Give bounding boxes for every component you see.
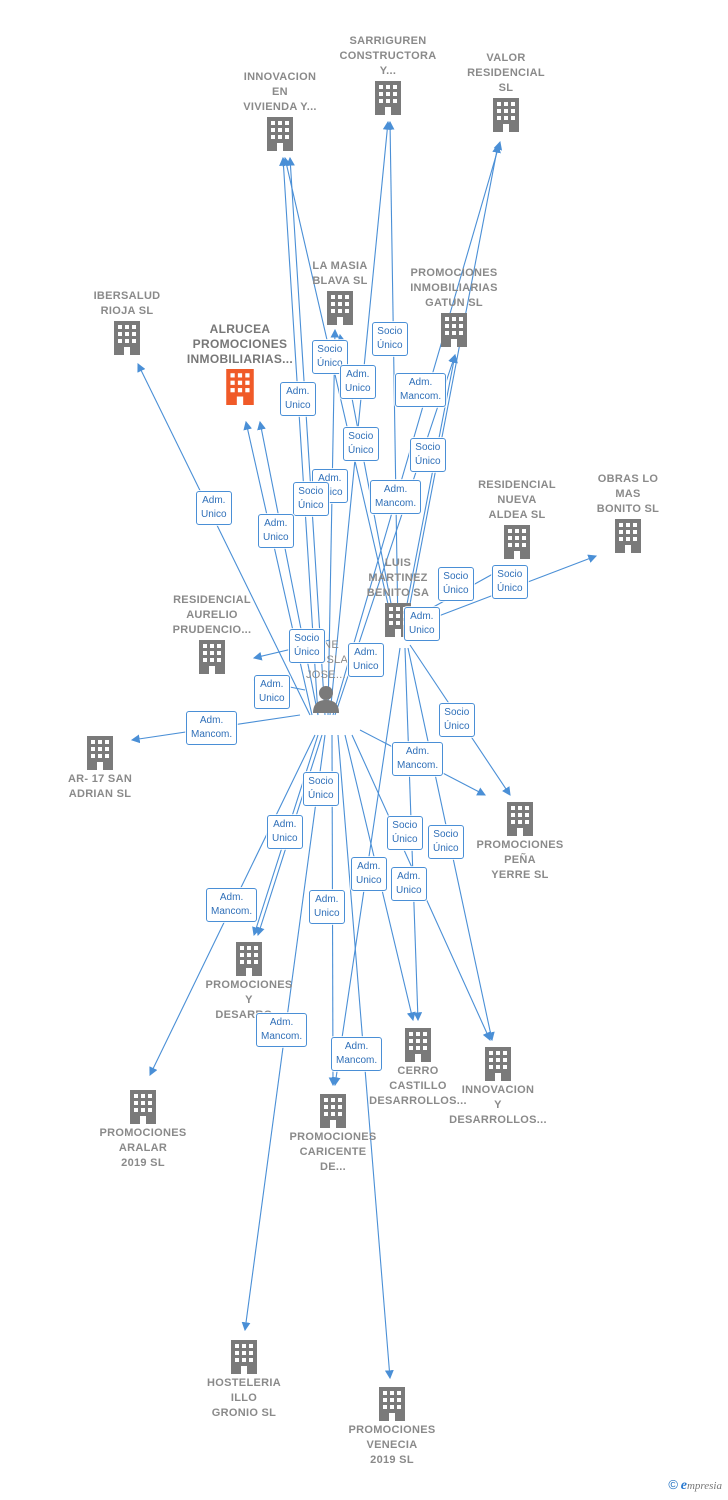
company-node[interactable]: PROMOCIONES Y DESARRO... [189,940,309,1023]
relationship-badge[interactable]: Socio Único [312,340,348,374]
building-icon [441,313,467,347]
company-node[interactable]: OBRAS LO MAS BONITO SL [568,472,688,555]
relationship-badge[interactable]: Adm. Unico [254,675,290,709]
company-label: PROMOCIONES ARALAR 2019 SL [99,1127,187,1169]
company-label: HOSTELERIA ILLO GRONIO SL [207,1377,281,1419]
building-icon [320,1094,346,1128]
company-node[interactable]: PROMOCIONES VENECIA 2019 SL [332,1385,452,1468]
relationship-badge[interactable]: Adm. Mancom. [331,1037,383,1071]
relationship-badge[interactable]: Adm. Mancom. [395,373,447,407]
company-node[interactable]: PROMOCIONES PEÑA YERRE SL [460,800,580,883]
company-label: AR- 17 SAN ADRIAN SL [67,773,133,800]
company-label: IBERSALUD RIOJA SL [93,290,161,317]
company-label: INNOVACION EN VIVIENDA Y... [243,71,317,113]
building-icon [236,942,262,976]
relationship-badge[interactable]: Socio Único [303,772,339,806]
relationship-badge[interactable]: Adm. Unico [267,815,303,849]
relationship-badge[interactable]: Adm. Unico [404,607,440,641]
relationship-badge[interactable]: Socio Único [410,438,446,472]
company-label: PROMOCIONES PEÑA YERRE SL [476,839,564,881]
relationship-badge[interactable]: Adm. Unico [280,382,316,416]
company-node[interactable]: AR- 17 SAN ADRIAN SL [40,734,160,802]
building-icon [327,291,353,325]
building-icon [405,1028,431,1062]
relationship-badge[interactable]: Adm. Unico [391,867,427,901]
relationship-badge[interactable]: Socio Único [439,703,475,737]
company-node[interactable]: IBERSALUD RIOJA SL [67,289,187,357]
relationship-badge[interactable]: Adm. Unico [309,890,345,924]
relationship-badge[interactable]: Adm. Mancom. [186,711,238,745]
company-label: ALRUCEA PROMOCIONES INMOBILIARIAS... [186,322,294,366]
company-node[interactable]: LA MASIA BLAVA SL [280,259,400,327]
building-icon [379,1387,405,1421]
building-icon [485,1047,511,1081]
company-label: PROMOCIONES INMOBILIARIAS GATUN SL [410,267,498,309]
company-node[interactable]: HOSTELERIA ILLO GRONIO SL [184,1338,304,1421]
relationship-badge[interactable]: Adm. Mancom. [392,742,444,776]
company-label: SARRIGUREN CONSTRUCTORA Y... [339,35,437,77]
company-node[interactable]: INNOVACION Y DESARROLLOS... [438,1045,558,1128]
company-label: LUIS MARTINEZ BENITO SA [366,557,430,599]
relationship-badge[interactable]: Adm. Unico [340,365,376,399]
relationship-badge[interactable]: Adm. Mancom. [206,888,258,922]
company-node[interactable]: PROMOCIONES INMOBILIARIAS GATUN SL [394,266,514,349]
building-icon [375,81,401,115]
company-node[interactable]: PROMOCIONES ARALAR 2019 SL [83,1088,203,1171]
company-label: PROMOCIONES CARICENTE DE... [289,1131,377,1173]
company-label: RESIDENCIAL AURELIO PRUDENCIO... [172,594,252,636]
relationship-badge[interactable]: Socio Único [343,427,379,461]
company-label: CERRO CASTILLO DESARROLLOS... [369,1065,467,1107]
company-label: RESIDENCIAL NUEVA ALDEA SL [478,479,556,521]
company-label: OBRAS LO MAS BONITO SL [596,473,660,515]
company-node[interactable]: INNOVACION EN VIVIENDA Y... [220,70,340,153]
building-icon [267,117,293,151]
building-icon [493,98,519,132]
relationship-badge[interactable]: Socio Único [387,816,423,850]
relationship-badge[interactable]: Socio Único [293,482,329,516]
relationship-badge[interactable]: Socio Único [428,825,464,859]
company-label: VALOR RESIDENCIAL SL [467,52,545,94]
relationship-badge[interactable]: Adm. Unico [258,514,294,548]
building-icon [130,1090,156,1124]
company-node[interactable]: SARRIGUREN CONSTRUCTORA Y... [328,34,448,117]
company-node[interactable]: VALOR RESIDENCIAL SL [446,51,566,134]
company-node[interactable]: PROMOCIONES CARICENTE DE... [273,1092,393,1175]
company-label: INNOVACION Y DESARROLLOS... [449,1084,547,1126]
company-label: PROMOCIONES VENECIA 2019 SL [348,1424,436,1466]
company-node[interactable]: RESIDENCIAL NUEVA ALDEA SL [457,478,577,561]
company-node[interactable]: CERRO CASTILLO DESARROLLOS... [358,1026,478,1109]
person-icon [313,686,339,713]
relationship-badge[interactable]: Adm. Mancom. [256,1013,308,1047]
relationship-badge[interactable]: Socio Único [438,567,474,601]
company-node[interactable]: RESIDENCIAL AURELIO PRUDENCIO... [152,593,272,676]
relationship-badge[interactable]: Socio Único [492,565,528,599]
copyright-icon: © [668,1477,678,1492]
building-icon [87,736,113,770]
brand-name: mpresia [686,1480,722,1492]
building-icon [231,1340,257,1374]
relationship-badge[interactable]: Adm. Unico [351,857,387,891]
building-icon [114,321,140,355]
building-icon [507,802,533,836]
brand-footer: © empresia [668,1477,722,1494]
relationship-badge[interactable]: Socio Único [372,322,408,356]
relationship-badge[interactable]: Socio Único [289,629,325,663]
building-icon [615,519,641,553]
company-node-highlighted[interactable]: ALRUCEA PROMOCIONES INMOBILIARIAS... [175,322,305,407]
building-icon [504,525,530,559]
brand-initial: e [680,1478,687,1493]
relationship-badge[interactable]: Adm. Unico [196,491,232,525]
company-label: LA MASIA BLAVA SL [312,260,368,287]
building-icon [226,369,254,405]
building-icon [199,640,225,674]
relationship-badge[interactable]: Adm. Mancom. [370,480,422,514]
relationship-badge[interactable]: Adm. Unico [348,643,384,677]
